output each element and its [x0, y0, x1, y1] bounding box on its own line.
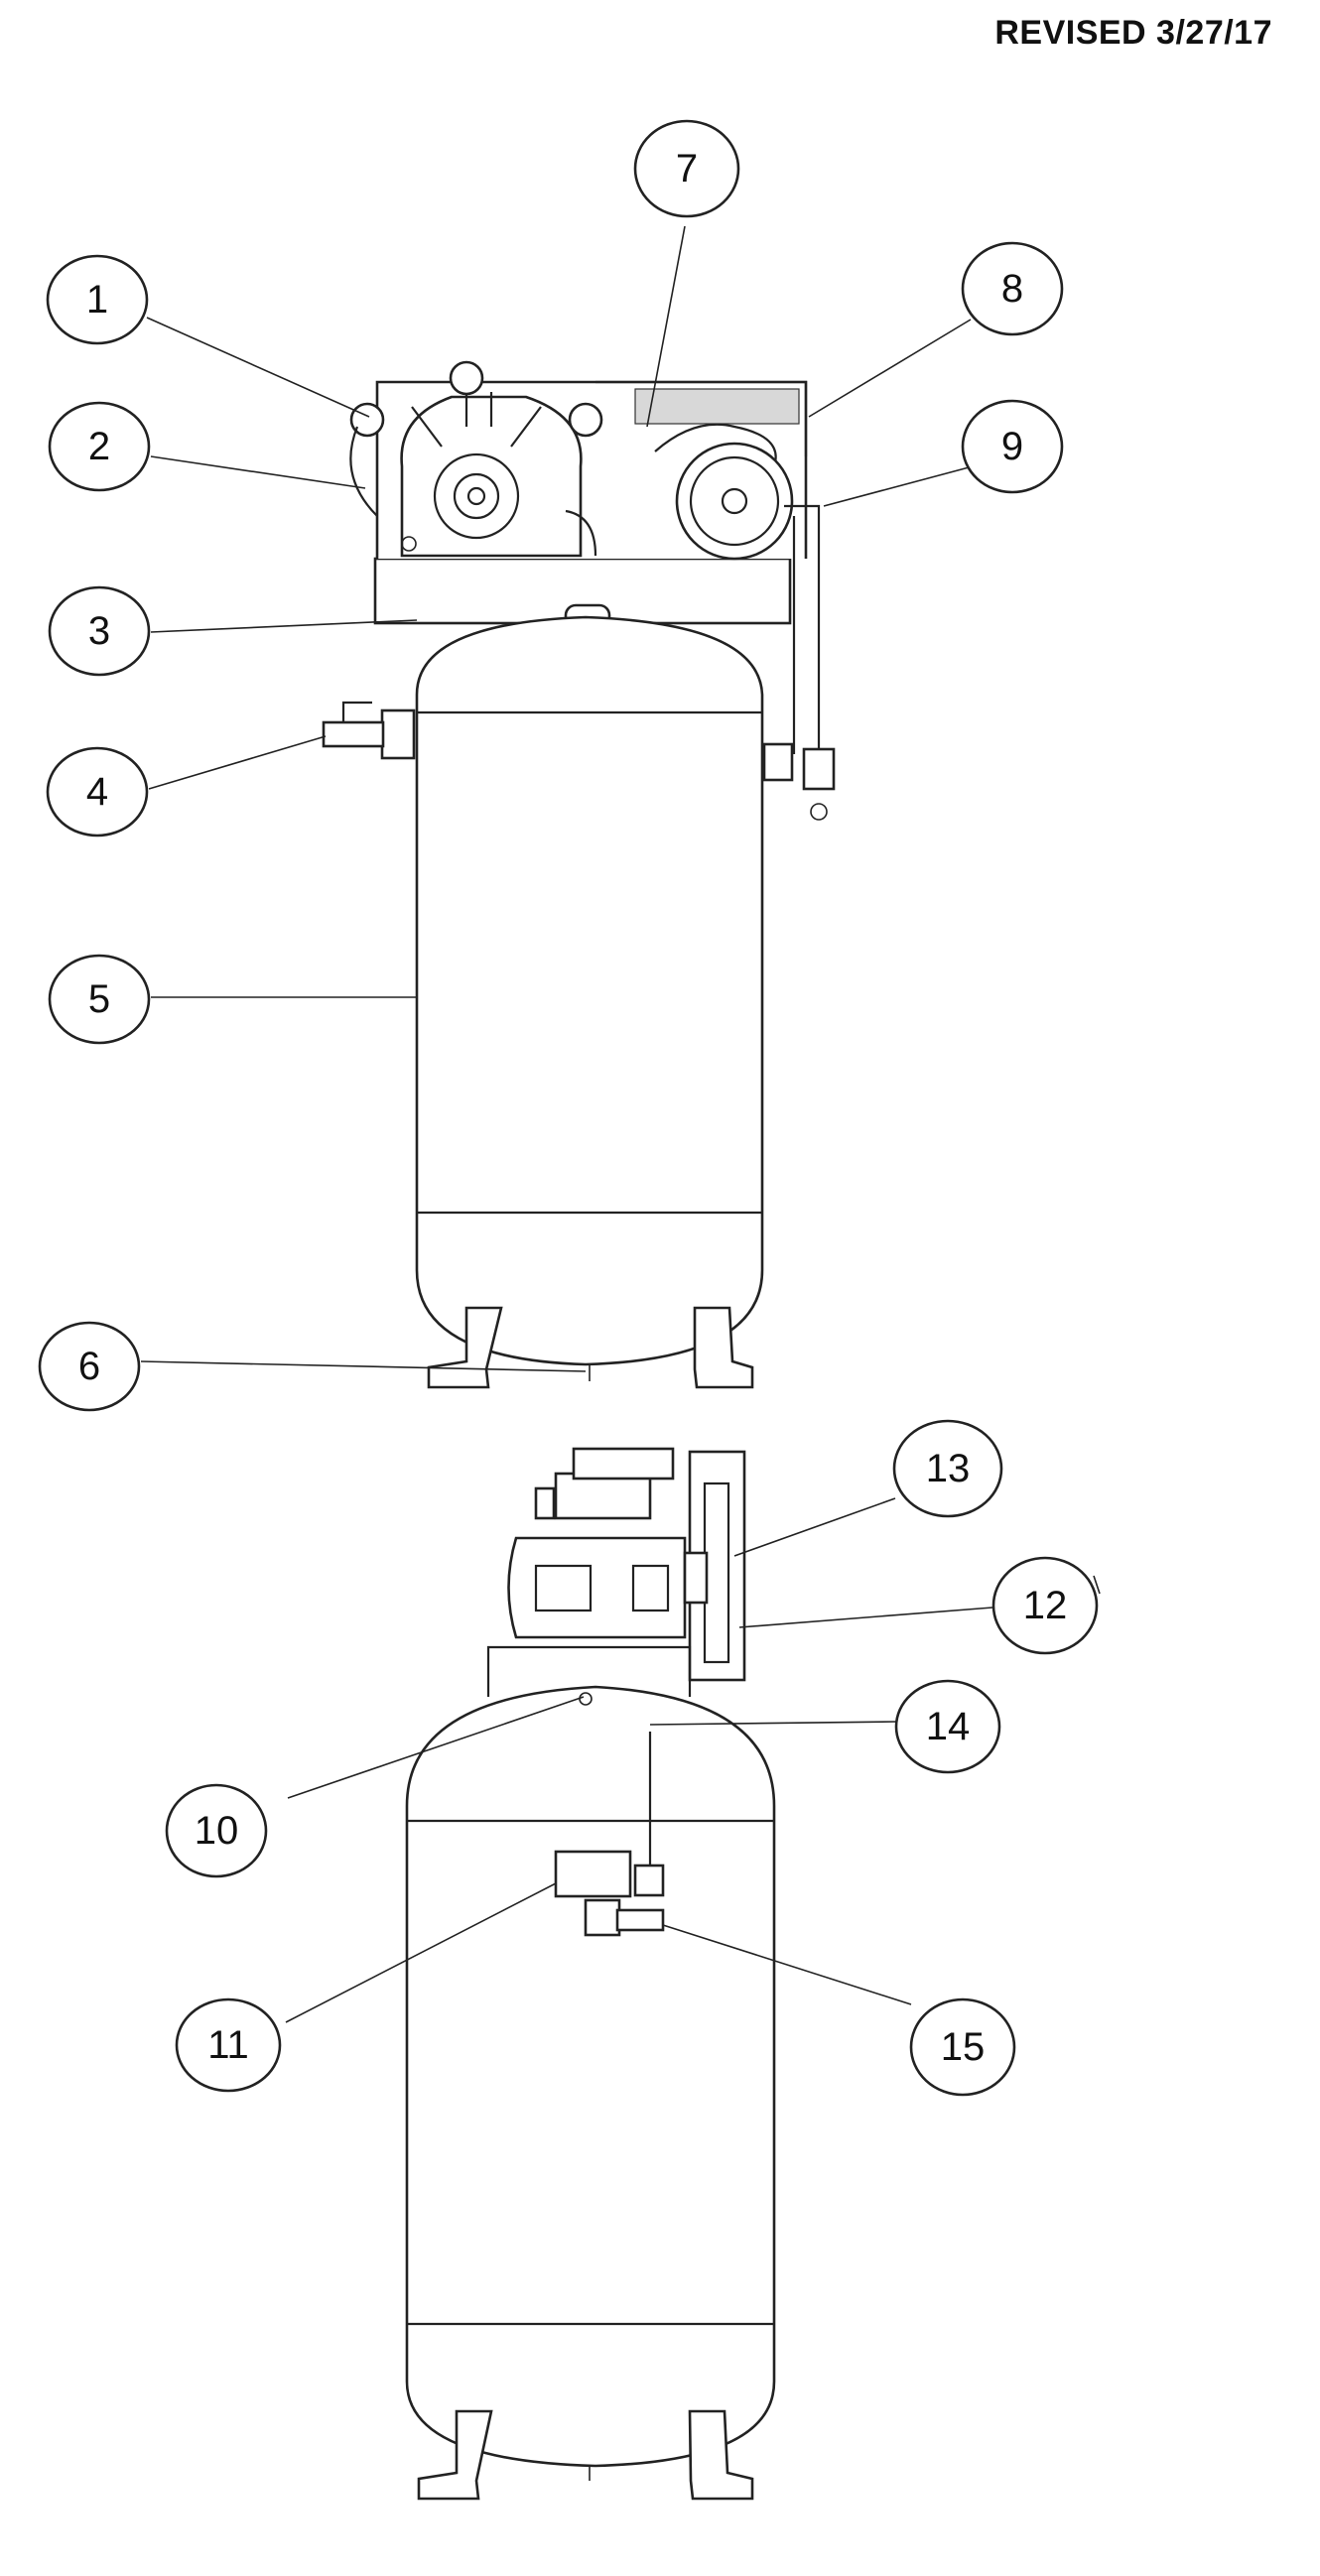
front-leg-right	[693, 1306, 754, 1389]
leader-lines	[140, 225, 1101, 2023]
service-valve	[322, 701, 416, 760]
svg-text:13: 13	[926, 1447, 971, 1490]
front-view	[322, 360, 836, 1389]
side-view	[405, 1447, 776, 2501]
callout-5: 5	[48, 954, 151, 1045]
callout-1: 1	[46, 254, 149, 345]
revision-label: REVISED 3/27/17	[994, 14, 1272, 52]
belt-guard-hatch	[634, 388, 800, 425]
svg-text:2: 2	[88, 425, 110, 468]
callout-8: 8	[961, 241, 1064, 336]
svg-text:4: 4	[86, 770, 108, 814]
callout-12: 12	[991, 1556, 1099, 1655]
svg-text:5: 5	[88, 977, 110, 1021]
front-leg-left	[427, 1306, 503, 1389]
svg-text:11: 11	[207, 2023, 249, 2067]
callout-13: 13	[892, 1419, 1003, 1518]
motor-pulley	[654, 423, 794, 561]
svg-text:9: 9	[1001, 425, 1023, 468]
front-tank	[415, 615, 764, 1366]
svg-text:15: 15	[941, 2025, 986, 2069]
svg-text:6: 6	[78, 1345, 100, 1388]
pressure-switch-box	[554, 1850, 632, 1898]
svg-text:7: 7	[676, 147, 698, 191]
svg-text:1: 1	[86, 278, 108, 322]
callout-9: 9	[961, 399, 1064, 494]
callout-4: 4	[46, 746, 149, 837]
side-tank	[405, 1685, 776, 2468]
callout-14: 14	[894, 1679, 1001, 1774]
side-motor	[507, 1536, 709, 1639]
callout-11: 11	[175, 1997, 282, 2093]
callout-2: 2	[48, 401, 151, 492]
callout-15: 15	[909, 1997, 1016, 2097]
callout-7: 7	[633, 119, 740, 218]
callout-3: 3	[48, 585, 151, 677]
side-leg-left	[417, 2409, 493, 2501]
side-leg-right	[688, 2409, 754, 2501]
callout-10: 10	[165, 1783, 268, 1878]
svg-text:14: 14	[926, 1705, 971, 1748]
belt-guard-top	[595, 380, 808, 456]
svg-text:10: 10	[195, 1809, 239, 1853]
svg-text:3: 3	[88, 609, 110, 653]
svg-text:8: 8	[1001, 267, 1023, 311]
callout-6: 6	[38, 1321, 141, 1412]
pressure-switch-fitting	[802, 747, 836, 791]
svg-text:12: 12	[1023, 1584, 1068, 1627]
side-base-saddle	[486, 1645, 692, 1697]
